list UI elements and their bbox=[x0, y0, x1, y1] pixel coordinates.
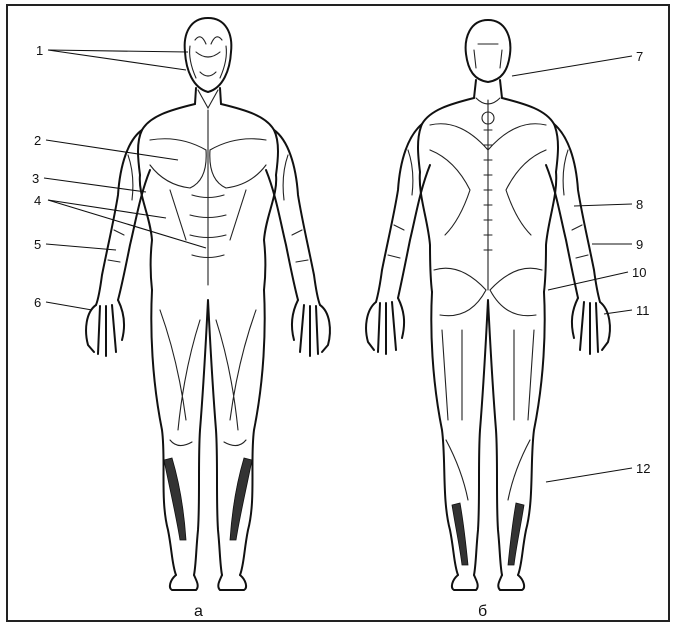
back-labels: 7 8 9 10 11 12 bbox=[632, 49, 650, 476]
label-7: 7 bbox=[636, 49, 643, 64]
front-labels: 1 2 3 4 5 6 bbox=[32, 43, 43, 310]
label-10: 10 bbox=[632, 265, 646, 280]
label-2: 2 bbox=[34, 133, 41, 148]
label-11: 11 bbox=[636, 303, 650, 318]
label-12: 12 bbox=[636, 461, 650, 476]
label-3: 3 bbox=[32, 171, 39, 186]
label-8: 8 bbox=[636, 197, 643, 212]
label-4: 4 bbox=[34, 193, 41, 208]
label-9: 9 bbox=[636, 237, 643, 252]
label-1: 1 bbox=[36, 43, 43, 58]
label-5: 5 bbox=[34, 237, 41, 252]
front-figure bbox=[86, 18, 330, 590]
caption-front: а bbox=[194, 603, 203, 620]
caption-back: б bbox=[478, 603, 487, 620]
leader-lines bbox=[44, 50, 632, 482]
back-figure bbox=[366, 20, 610, 590]
label-6: 6 bbox=[34, 295, 41, 310]
